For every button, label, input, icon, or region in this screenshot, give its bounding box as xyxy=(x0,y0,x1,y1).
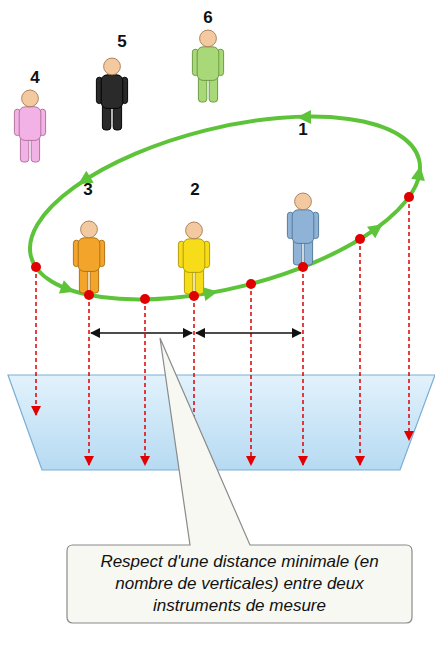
vertical-line xyxy=(144,299,146,465)
vertical-point xyxy=(246,279,256,289)
loop-arrowhead xyxy=(367,219,387,239)
person-figure xyxy=(192,30,223,102)
callout-number: 4 xyxy=(30,68,39,88)
callout-number: 5 xyxy=(117,32,126,52)
loop-arrowhead xyxy=(411,165,427,181)
person-figure xyxy=(14,90,45,162)
vertical-line xyxy=(250,284,252,465)
vertical-point xyxy=(298,262,308,272)
loop-arrowhead xyxy=(203,285,219,301)
callout-box: Respect d'une distance minimale (en nomb… xyxy=(67,545,412,623)
path-loop xyxy=(12,82,435,334)
vertical-line xyxy=(359,239,361,465)
vertical-line xyxy=(88,295,90,465)
vertical-point xyxy=(355,234,365,244)
callout-number: 3 xyxy=(83,180,92,200)
loop-arrowhead xyxy=(59,280,77,298)
callout-shape xyxy=(67,338,412,623)
person-figure xyxy=(178,222,209,294)
spacing-arrow xyxy=(91,332,192,334)
person-figure xyxy=(287,193,318,265)
callout-number: 6 xyxy=(203,8,212,28)
vertical-lines xyxy=(36,197,409,465)
callout-text: Respect d'une distance minimale (en nomb… xyxy=(83,551,396,617)
person-figure xyxy=(96,58,127,130)
vertical-point xyxy=(404,192,414,202)
vertical-point xyxy=(31,262,41,272)
person-figure xyxy=(73,221,104,293)
vertical-point xyxy=(189,291,199,301)
vertical-line xyxy=(302,267,304,465)
callout-number: 2 xyxy=(190,180,199,200)
river-section xyxy=(8,375,435,470)
vertical-points xyxy=(31,192,414,304)
callout-number: 1 xyxy=(298,120,307,140)
callout-body: Respect d'une distance minimale (en nomb… xyxy=(83,551,396,617)
spacing-arrow xyxy=(196,332,301,334)
vertical-point xyxy=(140,294,150,304)
vertical-line xyxy=(35,267,37,415)
vertical-point xyxy=(84,290,94,300)
loop-arrowheads xyxy=(59,110,427,301)
vertical-line xyxy=(408,197,410,440)
